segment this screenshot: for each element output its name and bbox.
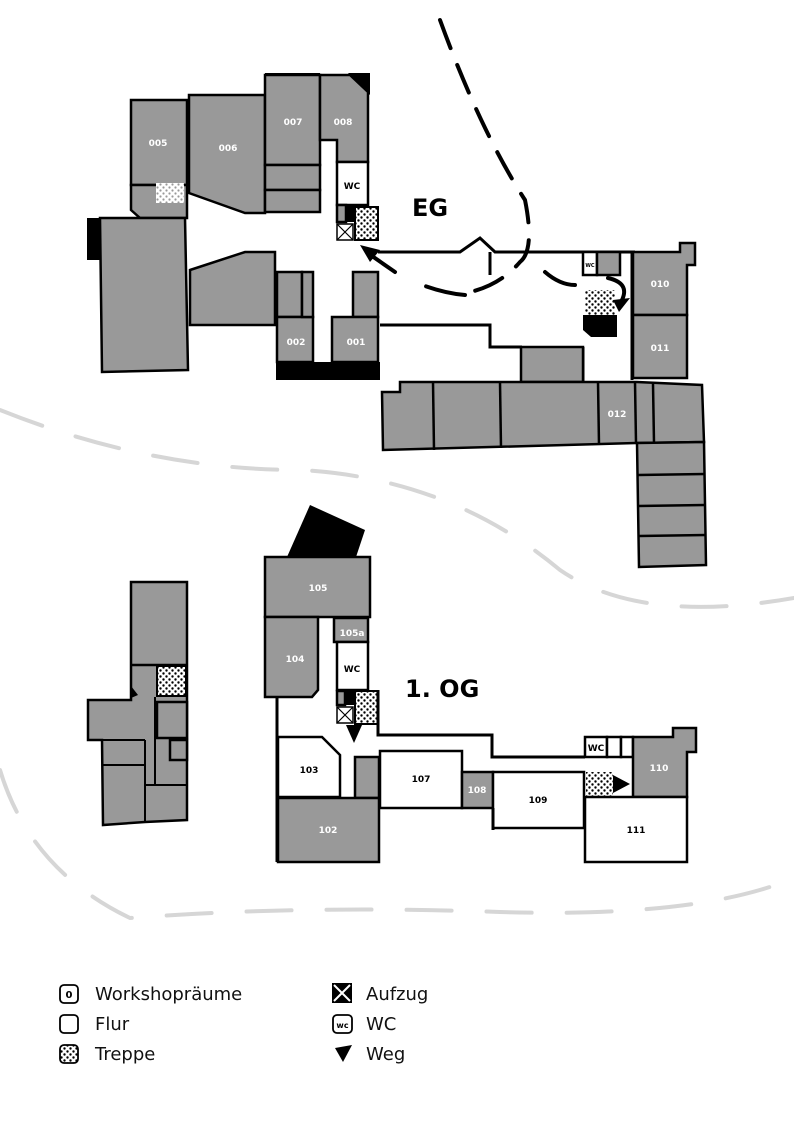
legend-item-stairs: Treppe	[59, 1044, 155, 1065]
room-010[interactable]	[631, 241, 697, 317]
legend-icon-text: 0	[66, 990, 73, 1001]
legend-item-workshop: 0 Workshopräume	[59, 984, 242, 1005]
room-109[interactable]	[491, 770, 586, 830]
room-005[interactable]	[129, 98, 189, 187]
legend: 0 Workshopräume Flur Treppe Aufzug wc WC…	[59, 983, 428, 1065]
room-label: 002	[287, 338, 306, 348]
room-111[interactable]	[583, 795, 689, 864]
room-label: 012	[608, 410, 627, 420]
room-012-wing	[380, 380, 706, 452]
room-label: 007	[284, 118, 303, 128]
room-label: 001	[347, 338, 366, 348]
legend-label: Workshopräume	[95, 984, 242, 1005]
room-label: 102	[319, 826, 338, 836]
legend-icon-text: wc	[336, 1021, 348, 1030]
room-103[interactable]	[276, 735, 342, 799]
room-105[interactable]	[263, 555, 372, 619]
room-label: 111	[627, 826, 646, 836]
ground-floor-plan: 005 006 007 008 WC 002 001 WC	[87, 18, 708, 569]
room-label: 010	[651, 280, 670, 290]
corridor-wall	[380, 323, 522, 349]
room-107[interactable]	[378, 749, 464, 810]
room-001[interactable]	[330, 315, 380, 364]
legend-item-corridor: Flur	[59, 1014, 130, 1035]
stairs-icon	[586, 772, 613, 797]
floor-title: 1. OG	[405, 675, 479, 703]
room-label: 105a	[340, 629, 365, 639]
room-102[interactable]	[276, 796, 381, 864]
stairs-icon	[59, 1044, 79, 1064]
floor-separator-line	[0, 408, 794, 609]
stairs-icon	[156, 183, 184, 203]
room-label: 005	[149, 139, 168, 149]
wc-label: WC	[344, 182, 361, 192]
route-path	[438, 18, 531, 294]
room-104[interactable]	[263, 615, 320, 699]
room-label: 011	[651, 344, 670, 354]
room-011[interactable]	[631, 313, 689, 380]
legend-item-wc: wc WC	[332, 1014, 396, 1035]
stairs-icon	[585, 290, 615, 315]
route-arrow-icon	[346, 725, 362, 743]
room-006[interactable]	[187, 93, 267, 215]
room-label: 108	[468, 786, 487, 796]
corridor-icon	[59, 1014, 79, 1034]
legend-item-elevator: Aufzug	[332, 983, 428, 1005]
legend-label: Weg	[366, 1044, 405, 1065]
floor-title: EG	[412, 194, 448, 222]
elevator-icon	[332, 983, 352, 1003]
room-label: 110	[650, 764, 669, 774]
elevator-icon	[336, 706, 354, 724]
room-110[interactable]	[631, 726, 698, 799]
stairs-icon	[354, 206, 379, 241]
room-label: 109	[529, 796, 548, 806]
wc-label: WC	[585, 263, 595, 269]
room-label: 008	[334, 118, 353, 128]
legend-label: WC	[366, 1014, 396, 1035]
room-label: 104	[286, 655, 305, 665]
corridor-wall	[378, 236, 635, 254]
legend-label: Treppe	[94, 1044, 155, 1065]
room-label: 105	[309, 584, 328, 594]
room-label: 103	[300, 766, 319, 776]
wc-icon	[332, 1014, 353, 1034]
route-arrow-icon	[613, 775, 630, 793]
route-arrow-icon	[335, 1045, 352, 1062]
legend-item-route: Weg	[335, 1044, 405, 1065]
floor-separator-line	[0, 768, 794, 921]
route-arrow-icon	[360, 245, 380, 262]
first-floor-plan: 105 104 105a WC 103 102 107 108 109 WC	[86, 505, 698, 864]
wc-label: WC	[588, 744, 605, 754]
room-label: 107	[412, 775, 431, 785]
legend-label: Flur	[95, 1014, 130, 1035]
route-arrow-icon	[613, 298, 630, 312]
elevator-icon	[336, 223, 354, 241]
wc-room	[335, 640, 370, 692]
wc-label: WC	[344, 665, 361, 675]
stairs-icon	[354, 690, 379, 725]
room-label: 006	[219, 144, 238, 154]
legend-label: Aufzug	[366, 984, 428, 1005]
room-number-icon	[59, 984, 79, 1004]
